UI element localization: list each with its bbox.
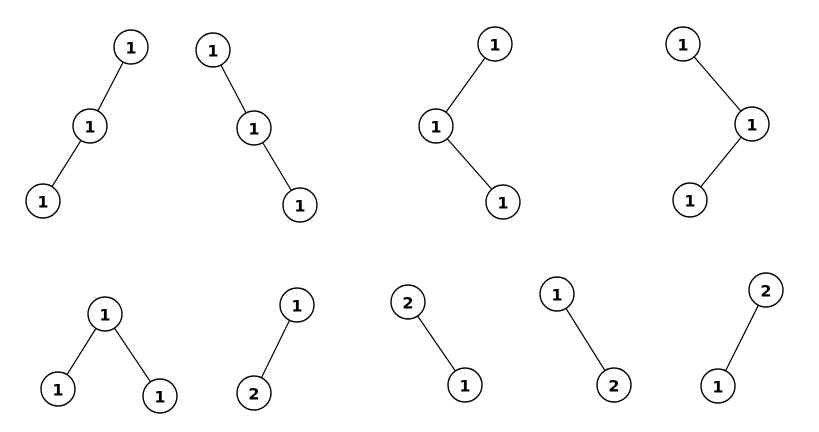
tree-edge bbox=[556, 293, 615, 386]
tree-node: 1 bbox=[236, 110, 272, 146]
node-circle bbox=[700, 368, 736, 404]
node-label: 1 bbox=[489, 36, 500, 55]
tree-8: 12 bbox=[539, 276, 632, 403]
tree-6: 12 bbox=[236, 287, 315, 411]
node-label: 2 bbox=[402, 294, 413, 313]
node-circle bbox=[665, 26, 701, 62]
tree-node: 1 bbox=[279, 287, 315, 323]
node-circle bbox=[40, 371, 76, 407]
node-circle bbox=[390, 284, 426, 320]
tree-node: 1 bbox=[87, 296, 123, 332]
tree-edge bbox=[717, 289, 767, 387]
node-circle bbox=[734, 106, 770, 142]
node-label: 1 bbox=[125, 39, 136, 58]
node-circle bbox=[447, 367, 483, 403]
node-circle bbox=[113, 29, 149, 65]
node-circle bbox=[672, 182, 708, 218]
tree-node: 1 bbox=[734, 106, 770, 142]
node-circle bbox=[279, 287, 315, 323]
node-label: 2 bbox=[248, 385, 259, 404]
node-circle bbox=[236, 110, 272, 146]
node-label: 2 bbox=[760, 282, 771, 301]
tree-node: 1 bbox=[418, 108, 454, 144]
node-circle bbox=[748, 272, 784, 308]
tree-node: 2 bbox=[236, 375, 272, 411]
node-label: 2 bbox=[608, 377, 619, 396]
node-circle bbox=[195, 32, 231, 68]
node-circle bbox=[142, 378, 178, 414]
node-label: 1 bbox=[459, 377, 470, 396]
tree-node: 1 bbox=[142, 378, 178, 414]
tree-node: 1 bbox=[40, 371, 76, 407]
node-label: 1 bbox=[684, 192, 695, 211]
node-circle bbox=[418, 108, 454, 144]
node-label: 1 bbox=[430, 118, 441, 137]
node-circle bbox=[72, 108, 108, 144]
node-circle bbox=[539, 276, 575, 312]
node-circle bbox=[596, 367, 632, 403]
tree-5: 1 1 1 bbox=[40, 296, 178, 414]
tree-node: 1 bbox=[700, 368, 736, 404]
tree-2: 1 1 1 bbox=[195, 32, 318, 223]
node-label: 1 bbox=[551, 286, 562, 305]
node-label: 1 bbox=[294, 197, 305, 216]
node-circle bbox=[236, 375, 272, 411]
node-label: 1 bbox=[207, 42, 218, 61]
tree-7: 21 bbox=[390, 284, 483, 403]
node-label: 1 bbox=[84, 118, 95, 137]
tree-3: 1 1 1 bbox=[418, 26, 521, 220]
node-label: 1 bbox=[52, 381, 63, 400]
tree-node: 1 bbox=[665, 26, 701, 62]
tree-node: 1 bbox=[72, 108, 108, 144]
node-label: 1 bbox=[154, 388, 165, 407]
tree-node: 1 bbox=[672, 182, 708, 218]
tree-node: 2 bbox=[748, 272, 784, 308]
node-circle bbox=[485, 184, 521, 220]
node-circle bbox=[25, 183, 61, 219]
tree-4: 1 1 1 bbox=[665, 26, 770, 218]
tree-node: 2 bbox=[390, 284, 426, 320]
tree-1: 1 1 1 bbox=[25, 29, 149, 219]
node-label: 1 bbox=[248, 120, 259, 139]
node-label: 1 bbox=[497, 194, 508, 213]
tree-node: 1 bbox=[113, 29, 149, 65]
node-circle bbox=[87, 296, 123, 332]
tree-node: 1 bbox=[477, 26, 513, 62]
tree-node: 1 bbox=[539, 276, 575, 312]
node-circle bbox=[282, 187, 318, 223]
tree-node: 1 bbox=[25, 183, 61, 219]
node-label: 1 bbox=[677, 36, 688, 55]
tree-9: 21 bbox=[700, 272, 784, 404]
node-label: 1 bbox=[712, 378, 723, 397]
node-label: 1 bbox=[99, 306, 110, 325]
tree-node: 1 bbox=[195, 32, 231, 68]
tree-node: 1 bbox=[282, 187, 318, 223]
tree-node: 1 bbox=[447, 367, 483, 403]
tree-node: 2 bbox=[596, 367, 632, 403]
node-label: 1 bbox=[37, 193, 48, 212]
tree-node: 1 bbox=[485, 184, 521, 220]
node-label: 1 bbox=[291, 297, 302, 316]
node-circle bbox=[477, 26, 513, 62]
node-label: 1 bbox=[746, 116, 757, 135]
